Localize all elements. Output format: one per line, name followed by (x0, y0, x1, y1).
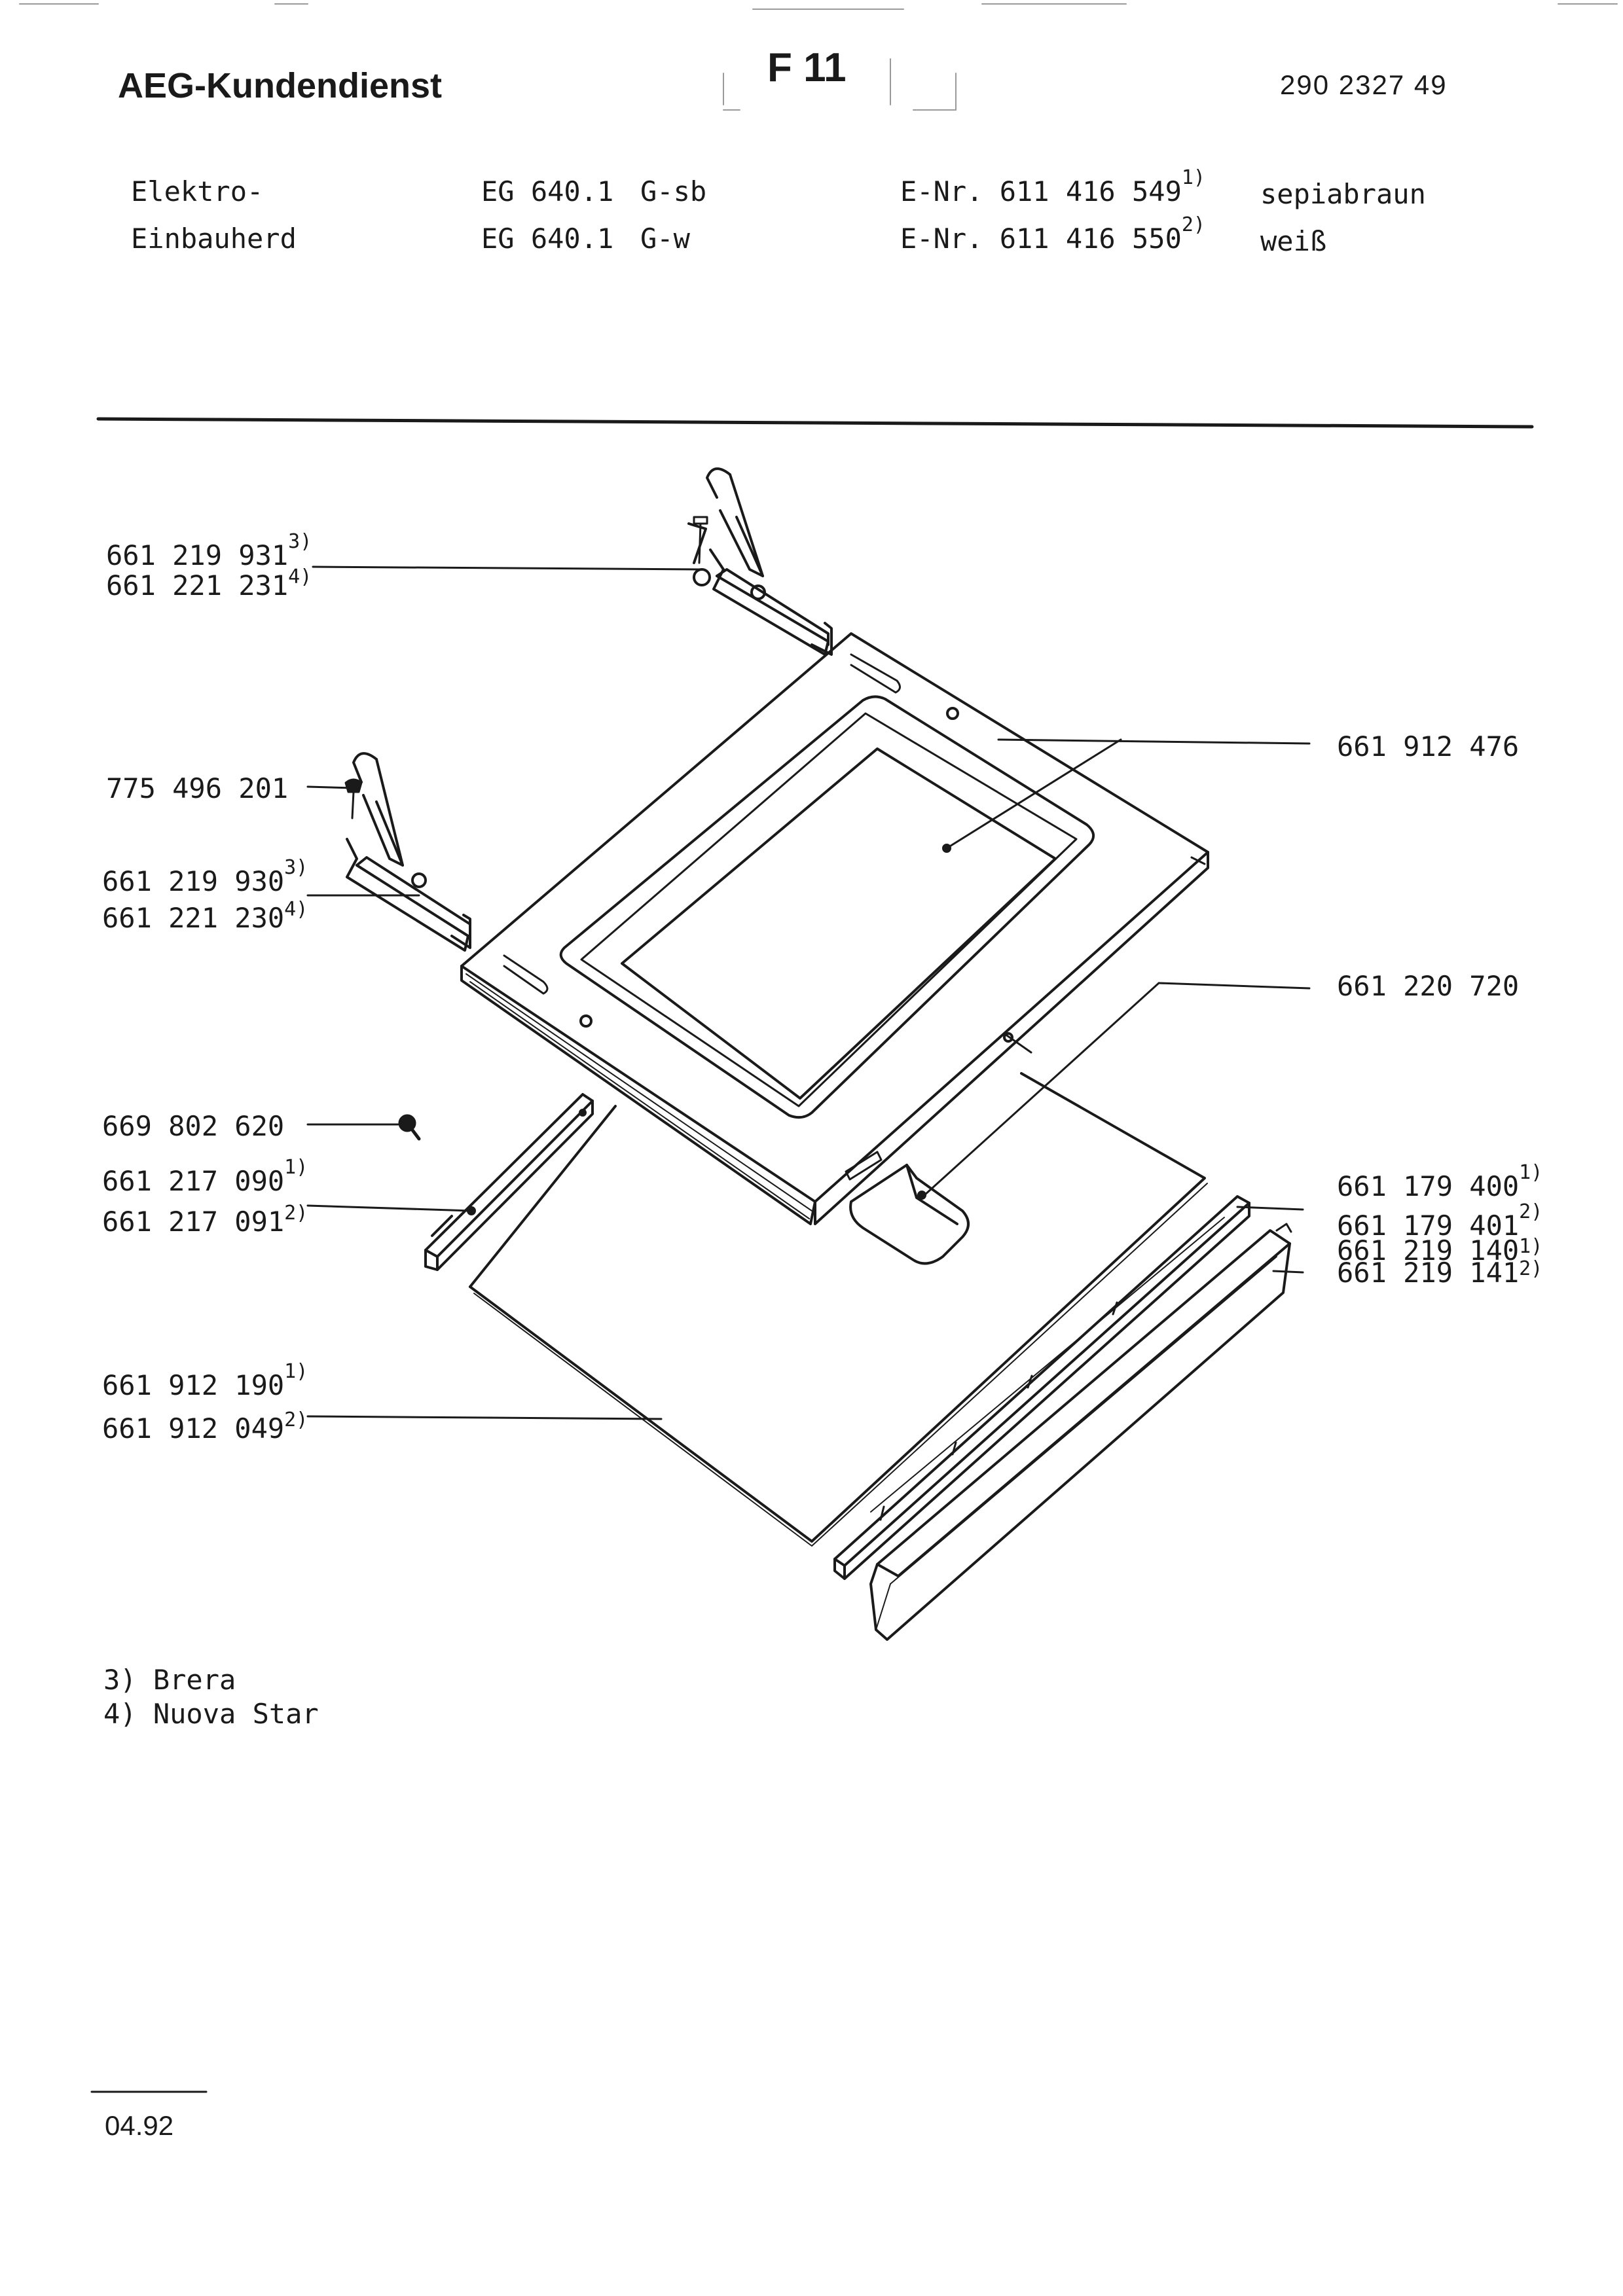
part-label-hinge-right-a: 661 219 9313) (106, 530, 312, 571)
part-label-trim-c: 661 219 1401) (1337, 1234, 1543, 1266)
hinge-left (346, 752, 471, 952)
part-label-glass-a: 661 912 1901) (102, 1360, 308, 1401)
part-label-glass-b: 661 912 0492) (102, 1408, 308, 1444)
brand-title: AEG-Kundendienst (118, 66, 442, 105)
part-label-hinge-left-a: 661 219 9303) (102, 856, 308, 897)
bottom-trim-profile (869, 1223, 1292, 1641)
variant-1: G-sb (640, 175, 707, 207)
header-rule (96, 417, 1534, 429)
enr-2: E-Nr. 611 416 5502) (900, 213, 1205, 255)
model-2: EG 640.1 (481, 223, 614, 255)
document-number: 290 2327 49 (1280, 69, 1448, 100)
part-label-hinge-left-b: 661 221 2304) (102, 898, 308, 934)
screw-top (693, 516, 708, 564)
part-label-trim-a: 661 179 4001) (1337, 1161, 1543, 1202)
footnote-nuova-star: 4) Nuova Star (103, 1698, 319, 1730)
product-name-line2: Einbauherd (131, 223, 297, 255)
part-label-side-rail-a: 661 217 0901) (102, 1156, 308, 1197)
bottom-trim-strip (833, 1195, 1250, 1580)
door-outer-panel (460, 632, 1209, 1225)
part-label-trim-b: 661 179 4012) (1337, 1200, 1543, 1242)
nut (398, 1114, 421, 1141)
enr-1: E-Nr. 611 416 5491) (900, 166, 1205, 207)
hinge-right (687, 467, 833, 656)
glass-panel (469, 1072, 1208, 1547)
model-1: EG 640.1 (481, 175, 614, 207)
part-label-door-outer: 661 912 476 (1337, 730, 1520, 762)
part-label-hinge-right-b: 661 221 2314) (106, 565, 312, 601)
color-1: sepiabraun (1260, 178, 1426, 210)
color-2: weiß (1260, 225, 1327, 257)
scan-marks (19, 3, 1618, 111)
product-name-line1: Elektro- (131, 175, 264, 207)
part-label-nut: 669 802 620 (102, 1110, 285, 1142)
side-rail (424, 1093, 594, 1271)
door-handle (849, 1164, 970, 1265)
part-label-side-rail-b: 661 217 0912) (102, 1202, 308, 1238)
part-label-handle: 661 220 720 (1337, 970, 1520, 1002)
part-label-trim-d: 661 219 1412) (1337, 1257, 1543, 1289)
sheet-number: F 11 (767, 45, 847, 90)
part-label-screw: 775 496 201 (106, 772, 289, 804)
variant-2: G-w (640, 223, 690, 255)
screw-left (344, 778, 363, 819)
issue-date: 04.92 (105, 2110, 174, 2141)
leader-lines (306, 565, 1311, 1420)
footnote-brera: 3) Brera (103, 1664, 236, 1696)
